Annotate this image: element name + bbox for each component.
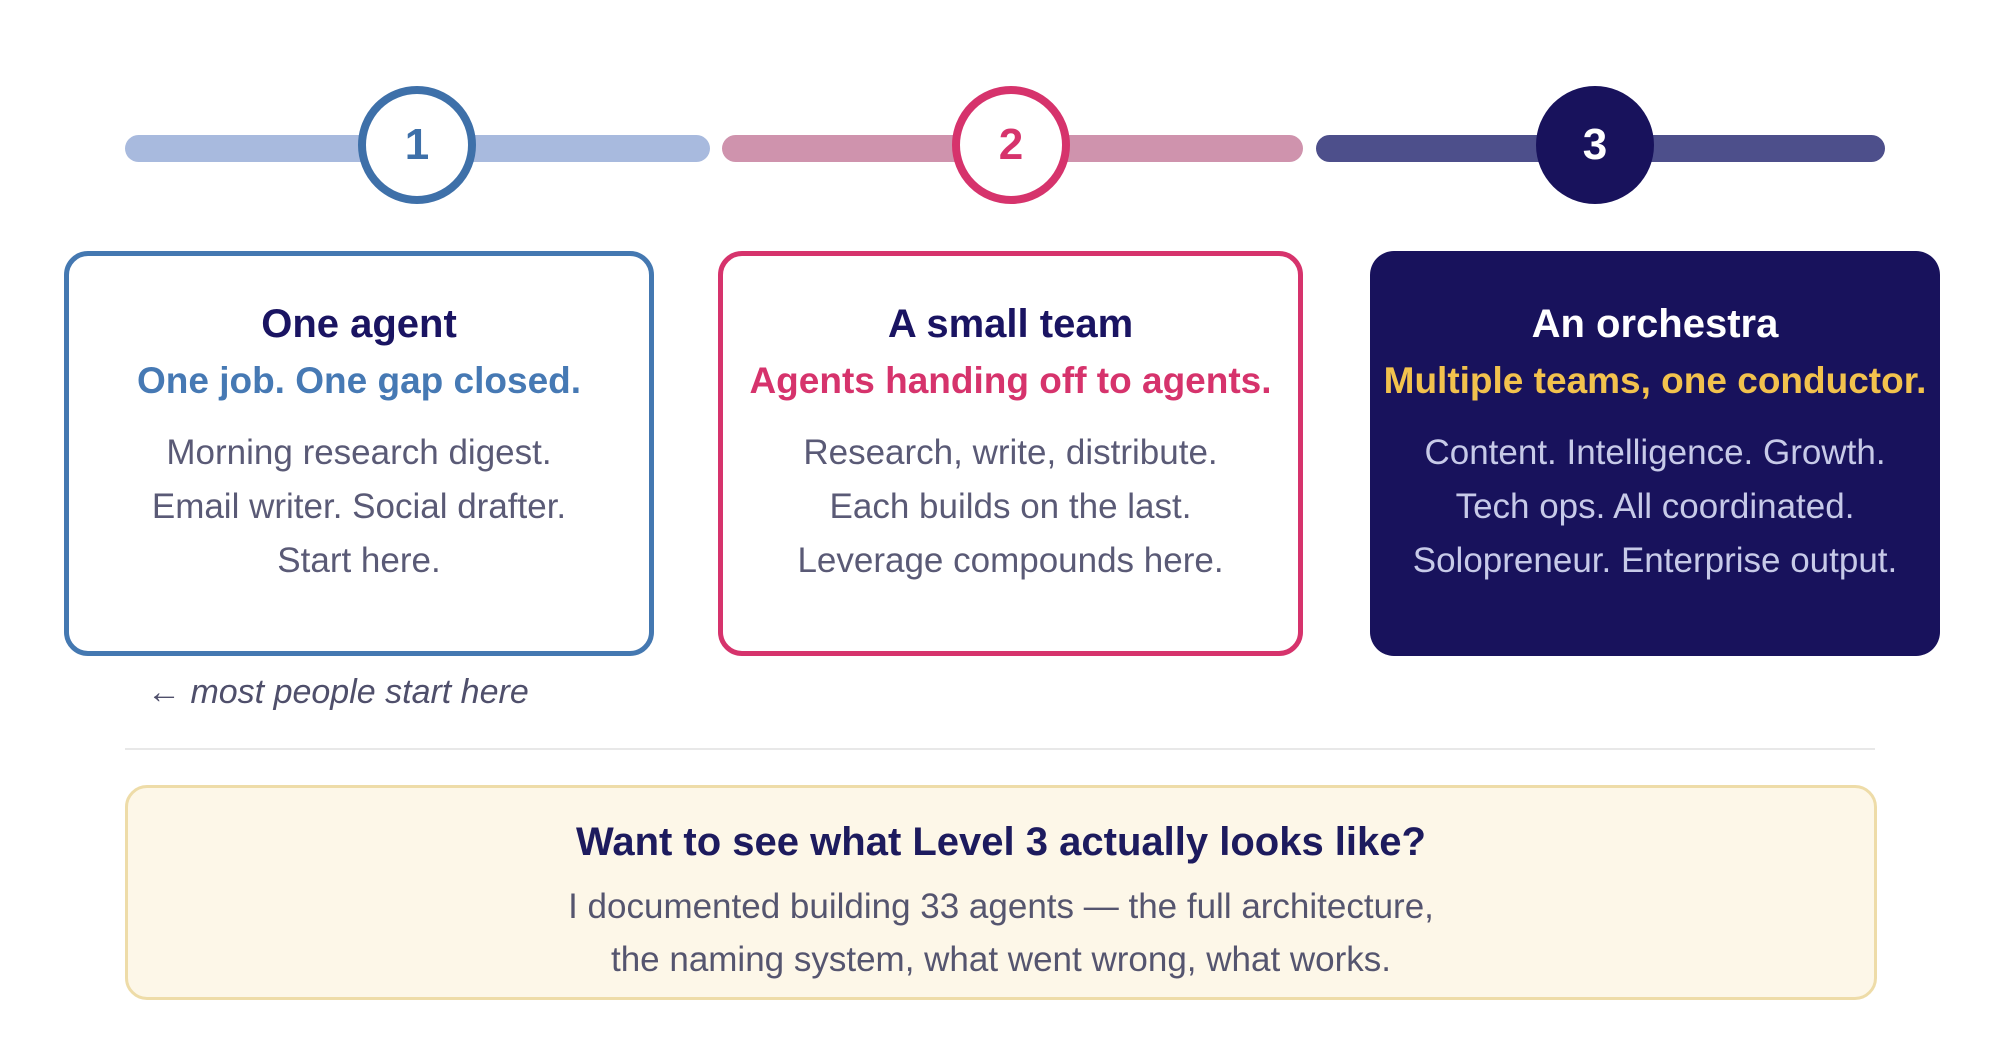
step-circle-1: 1 <box>358 86 476 204</box>
card-one-agent-title: One agent <box>261 302 457 346</box>
step-circle-3: 3 <box>1536 86 1654 204</box>
card-one-agent-body-line: Morning research digest. <box>166 433 552 472</box>
callout-body-line: I documented building 33 agents — the fu… <box>568 887 1434 926</box>
card-orchestra-body-line: Solopreneur. Enterprise output. <box>1412 541 1898 580</box>
step-number-2: 2 <box>998 120 1024 169</box>
card-small-team-body: Research, write, distribute. Each builds… <box>723 426 1298 588</box>
card-one-agent-subtitle: One job. One gap closed. <box>136 360 582 401</box>
card-orchestra-body: Content. Intelligence. Growth. Tech ops.… <box>1370 426 1940 588</box>
card-small-team-body-line: Leverage compounds here. <box>797 541 1224 580</box>
card-one-agent-body-line: Start here. <box>277 541 441 580</box>
card-orchestra-title: An orchestra <box>1531 302 1779 346</box>
card-one-agent-body: Morning research digest. Email writer. S… <box>69 426 649 588</box>
step-circle-2: 2 <box>952 86 1070 204</box>
card-orchestra-body-line: Tech ops. All coordinated. <box>1455 487 1855 526</box>
card-small-team-title: A small team <box>887 302 1134 346</box>
card-orchestra: An orchestra Multiple teams, one conduct… <box>1370 251 1940 656</box>
note-most-people-start-here: ← most people start here <box>147 673 529 711</box>
card-small-team-body-line: Research, write, distribute. <box>803 433 1218 472</box>
card-orchestra-body-line: Content. Intelligence. Growth. <box>1424 433 1886 472</box>
divider <box>125 748 1875 750</box>
callout-body-line: the naming system, what went wrong, what… <box>610 940 1392 979</box>
card-small-team-subtitle: Agents handing off to agents. <box>749 360 1272 401</box>
callout-body: I documented building 33 agents — the fu… <box>128 880 1874 986</box>
card-small-team-body-line: Each builds on the last. <box>829 487 1192 526</box>
card-small-team: A small team Agents handing off to agent… <box>718 251 1303 656</box>
callout-level3-cta: Want to see what Level 3 actually looks … <box>125 785 1877 1000</box>
card-one-agent-body-line: Email writer. Social drafter. <box>151 487 567 526</box>
card-orchestra-subtitle: Multiple teams, one conductor. <box>1383 360 1927 401</box>
step-number-3: 3 <box>1582 120 1608 169</box>
callout-title: Want to see what Level 3 actually looks … <box>576 820 1426 864</box>
step-number-1: 1 <box>404 120 430 169</box>
card-one-agent: One agent One job. One gap closed. Morni… <box>64 251 654 656</box>
